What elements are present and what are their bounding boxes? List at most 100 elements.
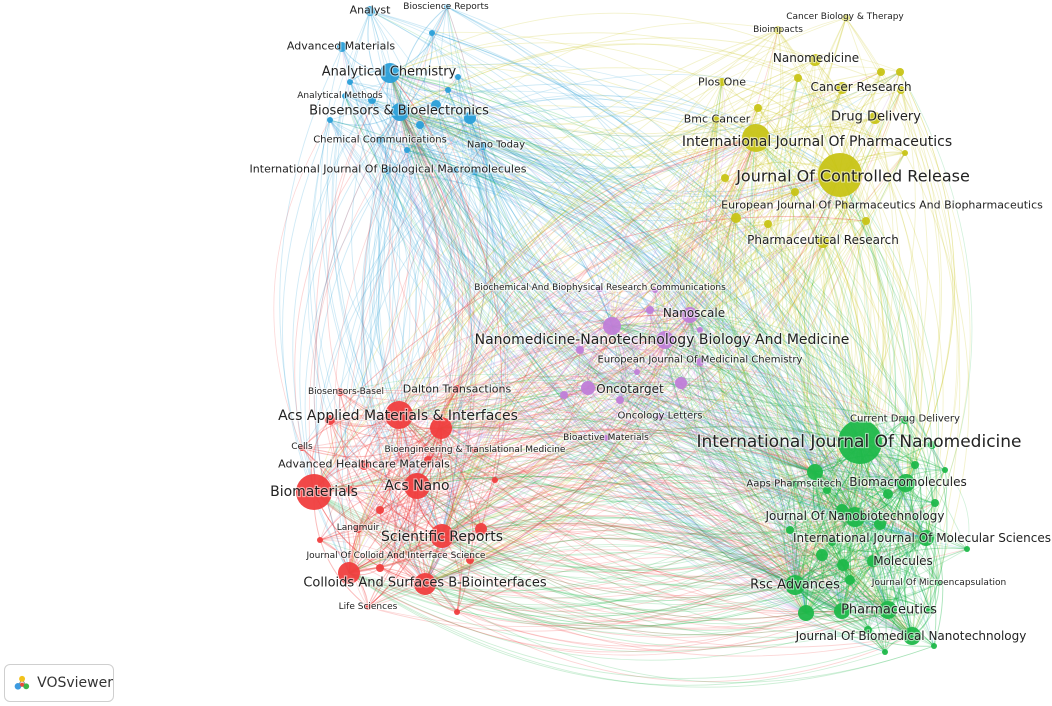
journal-node[interactable] — [682, 307, 698, 323]
network-node[interactable] — [798, 605, 814, 621]
network-node[interactable] — [675, 377, 687, 389]
journal-node[interactable] — [479, 142, 487, 150]
journal-node[interactable] — [337, 42, 347, 52]
journal-node[interactable] — [867, 555, 879, 567]
journal-node[interactable] — [718, 78, 726, 86]
journal-node[interactable] — [845, 507, 865, 527]
network-node[interactable] — [721, 174, 729, 182]
vosviewer-badge[interactable]: VOSviewer — [4, 664, 114, 702]
network-node[interactable] — [837, 559, 849, 571]
journal-node[interactable] — [897, 474, 915, 492]
network-node[interactable] — [317, 537, 323, 543]
journal-node[interactable] — [818, 153, 862, 197]
network-node[interactable] — [429, 30, 435, 36]
network-node[interactable] — [616, 396, 624, 404]
network-node[interactable] — [902, 150, 908, 156]
network-node[interactable] — [464, 112, 476, 124]
network-node[interactable] — [652, 287, 658, 293]
journal-node[interactable] — [901, 416, 909, 424]
journal-node[interactable] — [597, 286, 603, 292]
network-node[interactable] — [791, 188, 799, 196]
journal-node[interactable] — [836, 82, 848, 94]
network-node[interactable] — [928, 441, 936, 449]
journal-node[interactable] — [712, 116, 720, 124]
network-node[interactable] — [368, 96, 376, 104]
network-node[interactable] — [931, 499, 939, 507]
journal-node[interactable] — [385, 401, 413, 429]
journal-node[interactable] — [879, 601, 897, 619]
journal-node[interactable] — [404, 473, 430, 499]
network-node[interactable] — [347, 79, 353, 85]
journal-node[interactable] — [453, 385, 461, 393]
network-node[interactable] — [834, 603, 850, 619]
journal-node[interactable] — [342, 93, 348, 99]
network-node[interactable] — [576, 346, 584, 354]
journal-node[interactable] — [785, 575, 805, 595]
network-node[interactable] — [816, 549, 828, 561]
journal-node[interactable] — [336, 388, 344, 396]
journal-node[interactable] — [359, 460, 369, 470]
journal-node[interactable] — [657, 414, 663, 420]
journal-node[interactable] — [842, 14, 850, 22]
network-node[interactable] — [764, 220, 772, 228]
network-node[interactable] — [466, 556, 474, 564]
network-node[interactable] — [325, 415, 335, 425]
network-node[interactable] — [646, 306, 654, 314]
network-node[interactable] — [931, 643, 937, 649]
journal-node[interactable] — [581, 381, 595, 395]
network-node[interactable] — [430, 417, 452, 439]
network-node[interactable] — [492, 477, 498, 483]
journal-node[interactable] — [918, 530, 934, 546]
network-node[interactable] — [897, 86, 905, 94]
journal-node[interactable] — [903, 627, 921, 645]
journal-node[interactable] — [817, 236, 829, 248]
network-node[interactable] — [376, 506, 384, 514]
network-node[interactable] — [472, 169, 478, 175]
journal-node[interactable] — [838, 420, 882, 464]
network-node[interactable] — [634, 369, 640, 375]
network-node[interactable] — [475, 523, 487, 535]
network-node[interactable] — [327, 117, 333, 123]
network-node[interactable] — [431, 100, 441, 110]
network-node[interactable] — [836, 504, 848, 516]
journal-node[interactable] — [444, 4, 450, 10]
network-node[interactable] — [828, 538, 836, 546]
journal-node[interactable] — [384, 166, 392, 174]
network-node[interactable] — [445, 87, 451, 93]
journal-node[interactable] — [296, 474, 332, 510]
network-node[interactable] — [926, 606, 934, 614]
network-node[interactable] — [603, 317, 621, 335]
journal-node[interactable] — [742, 124, 770, 152]
network-node[interactable] — [911, 461, 919, 469]
journal-node[interactable] — [365, 604, 371, 610]
journal-node[interactable] — [380, 63, 400, 83]
network-node[interactable] — [416, 121, 424, 129]
journal-node[interactable] — [391, 103, 409, 121]
journal-node[interactable] — [841, 201, 849, 209]
network-node[interactable] — [845, 575, 855, 585]
network-node[interactable] — [376, 564, 384, 572]
network-node[interactable] — [823, 486, 831, 494]
network-node[interactable] — [862, 217, 870, 225]
journal-node[interactable] — [696, 358, 704, 366]
network-node[interactable] — [404, 147, 410, 153]
journal-node[interactable] — [603, 435, 609, 441]
journal-node[interactable] — [354, 525, 362, 533]
network-node[interactable] — [560, 391, 568, 399]
journal-node[interactable] — [430, 524, 454, 548]
journal-node[interactable] — [393, 553, 399, 559]
journal-node[interactable] — [299, 445, 305, 451]
network-node[interactable] — [882, 649, 888, 655]
network-node[interactable] — [731, 213, 741, 223]
network-node[interactable] — [942, 467, 948, 473]
journal-node[interactable] — [472, 447, 478, 453]
network-node[interactable] — [754, 104, 762, 112]
network-node[interactable] — [794, 74, 802, 82]
network-node[interactable] — [424, 456, 432, 464]
network-node[interactable] — [455, 74, 461, 80]
network-node[interactable] — [807, 464, 823, 480]
network-node[interactable] — [883, 489, 893, 499]
network-node[interactable] — [874, 518, 886, 530]
network-node[interactable] — [454, 609, 460, 615]
network-node[interactable] — [697, 327, 703, 333]
